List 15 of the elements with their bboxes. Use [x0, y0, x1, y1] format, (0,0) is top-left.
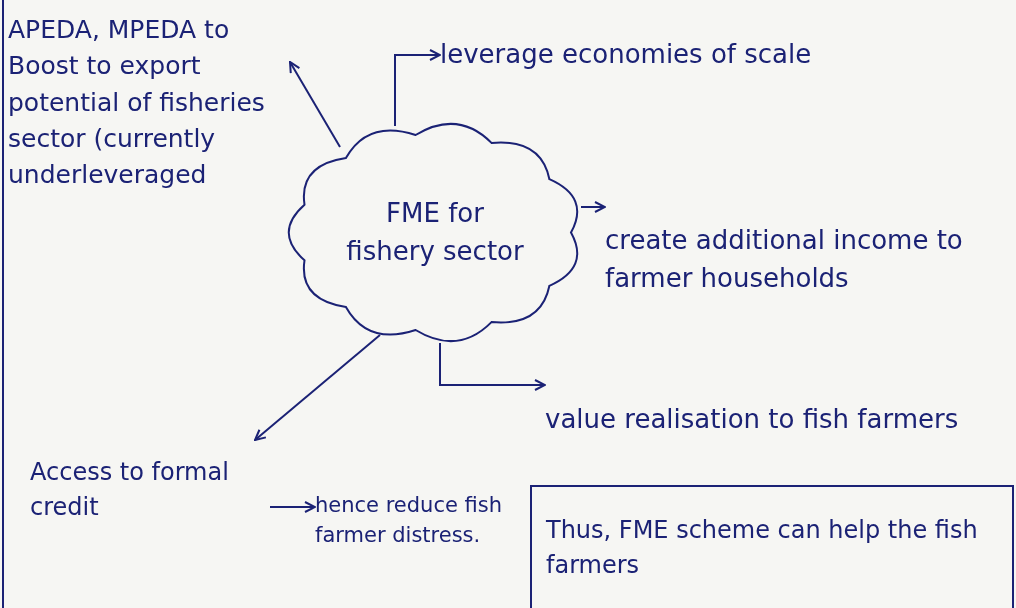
arrow — [289, 61, 341, 148]
note-text: value realisation to fish farmers — [545, 403, 960, 437]
note-text: hence reduce fish farmer distress. — [315, 492, 504, 550]
note-text: create additional income to farmer households — [605, 224, 964, 295]
note-text: APEDA, MPEDA to Boost to export potential of fisheries sector (currently underleveraged — [8, 14, 266, 191]
conclusion-panel — [530, 485, 1014, 608]
note-text: leverage economies of scale — [440, 38, 813, 72]
arrow — [269, 501, 316, 513]
note-text: Thus, FME scheme can help the fish farmers — [546, 514, 979, 581]
note-text: Access to formal credit — [30, 457, 230, 523]
arrow — [580, 201, 606, 213]
arrow — [394, 49, 441, 127]
cloud-label: FME for fishery sector — [345, 196, 525, 268]
arrow — [439, 342, 546, 391]
arrow — [254, 334, 381, 441]
